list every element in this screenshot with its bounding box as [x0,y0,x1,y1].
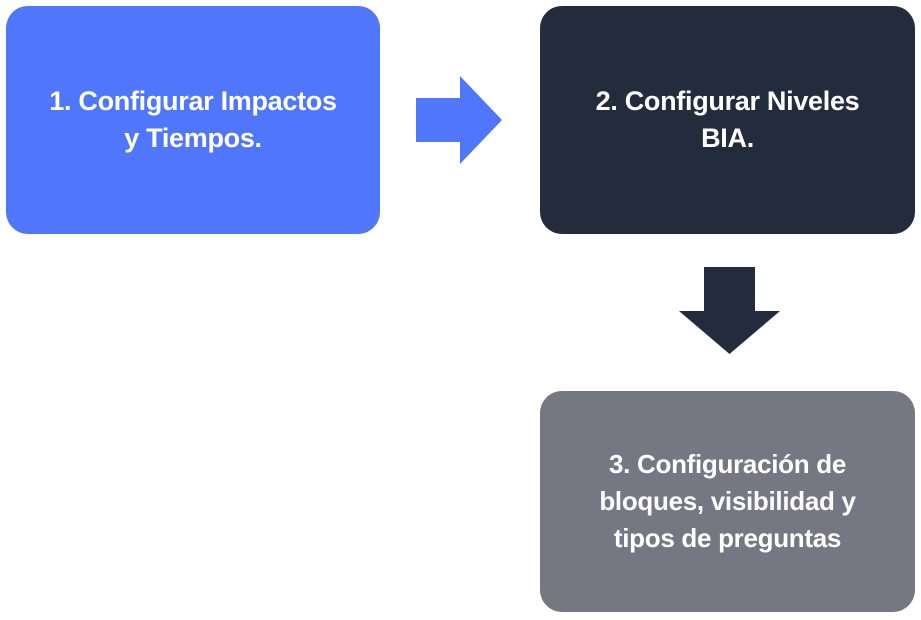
flow-step-3-label: 3. Configuración de bloques, visibilidad… [599,449,856,553]
arrow-right-icon [416,76,502,164]
arrow-down-icon [679,267,780,354]
flow-step-3-box[interactable]: 3. Configuración de bloques, visibilidad… [540,391,915,612]
flow-step-2-box[interactable]: 2. Configurar Niveles BIA. [540,6,915,234]
flow-step-1-label: 1. Configurar Impactos y Tiempos. [49,85,337,153]
flow-step-2-label: 2. Configurar Niveles BIA. [595,85,860,153]
flow-step-1-box[interactable]: 1. Configurar Impactos y Tiempos. [6,6,380,234]
